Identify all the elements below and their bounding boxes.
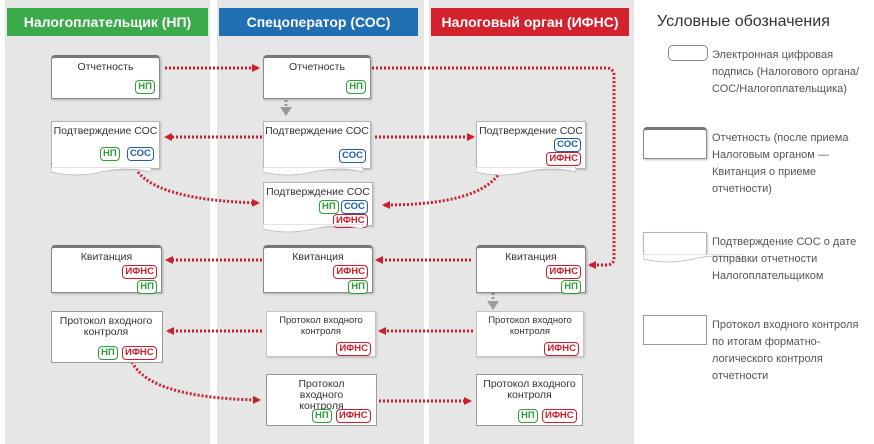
signature-np: НП — [137, 280, 157, 294]
doc-confirmation-np: Подтверждение СОС НП СОС — [51, 121, 160, 176]
legend-text-confirmation: Подтверждение СОС о дате отправки отчетн… — [712, 236, 857, 282]
signature-np: НП — [561, 280, 581, 294]
legend-text-protocol: Протокол входного контроля по итогам фор… — [712, 319, 859, 382]
signature-sos: СОС — [554, 138, 581, 152]
doc-protocol-ifns: Протокол входного контроля ИФНС — [476, 311, 584, 357]
signature-np: НП — [100, 147, 120, 161]
signature-sos: СОС — [127, 147, 154, 161]
signature-np: НП — [346, 80, 366, 94]
legend-icon-confirmation — [643, 232, 743, 263]
lane-header-np: Налогоплательщик (НП) — [7, 8, 208, 36]
signature-np: НП — [312, 409, 332, 423]
signature-np: НП — [348, 280, 368, 294]
doc-protocol-ifns-full: Протокол входного контроля НП ИФНС — [476, 374, 583, 426]
legend-title: Условные обозначения — [657, 13, 830, 30]
legend-text-report: Отчетность (после приема Налоговым орган… — [712, 132, 849, 195]
doc-confirmation-sos: Подтверждение СОС СОС — [263, 121, 371, 176]
signature-ifns: ИФНС — [333, 265, 368, 279]
doc-receipt-ifns: Квитанция ИФНС НП — [476, 245, 586, 294]
signature-sos: СОС — [341, 200, 368, 214]
signature-np: НП — [135, 80, 155, 94]
signature-np: НП — [98, 346, 118, 360]
legend-icon-protocol — [643, 315, 707, 345]
signature-ifns: ИФНС — [544, 342, 579, 356]
signature-np: НП — [319, 200, 339, 214]
legend-text-signature: Электронная цифровая подпись (Налогового… — [712, 49, 860, 95]
doc-receipt-sos: Квитанция ИФНС НП — [263, 245, 373, 294]
lane-ifns — [429, 0, 634, 444]
legend-icon-signature — [668, 45, 708, 61]
doc-protocol-sos: Протокол входного контроля ИФНС — [266, 311, 376, 357]
signature-ifns: ИФНС — [336, 342, 371, 356]
doc-receipt-np: Квитанция ИФНС НП — [51, 245, 162, 294]
signature-ifns: ИФНС — [546, 152, 581, 166]
arrow-np-conf-to-sos — [136, 171, 260, 207]
signature-ifns: ИФНС — [122, 265, 157, 279]
legend-icon-report — [643, 127, 707, 159]
signature-np: НП — [518, 409, 538, 423]
lane-header-ifns: Налоговый орган (ИФНС) — [431, 8, 629, 36]
doc-report-sos: Отчетность НП — [263, 55, 371, 99]
signature-ifns: ИФНС — [122, 346, 157, 360]
arrow-np-protocol-to-sos — [130, 361, 261, 404]
signature-ifns: ИФНС — [542, 409, 577, 423]
doc-protocol-sos-full: Протокол входного контроля НП ИФНС — [266, 374, 377, 426]
signature-ifns: ИФНС — [546, 265, 581, 279]
doc-confirmation-sos-full: Подтверждение СОС НП СОС ИФНС — [263, 182, 373, 233]
arrow-sos-to-ifns-report — [372, 66, 616, 269]
doc-report-np: Отчетность НП — [51, 55, 160, 99]
arrow-ifns-conf-to-sos — [382, 171, 502, 209]
lane-header-sos: Спецоператор (СОС) — [219, 8, 418, 36]
doc-confirmation-ifns: Подтверждение СОС СОС ИФНС — [476, 121, 586, 176]
signature-ifns: ИФНС — [336, 409, 371, 423]
signature-sos: СОС — [339, 149, 366, 163]
doc-protocol-np: Протокол входного контроля НП ИФНС — [51, 311, 163, 363]
